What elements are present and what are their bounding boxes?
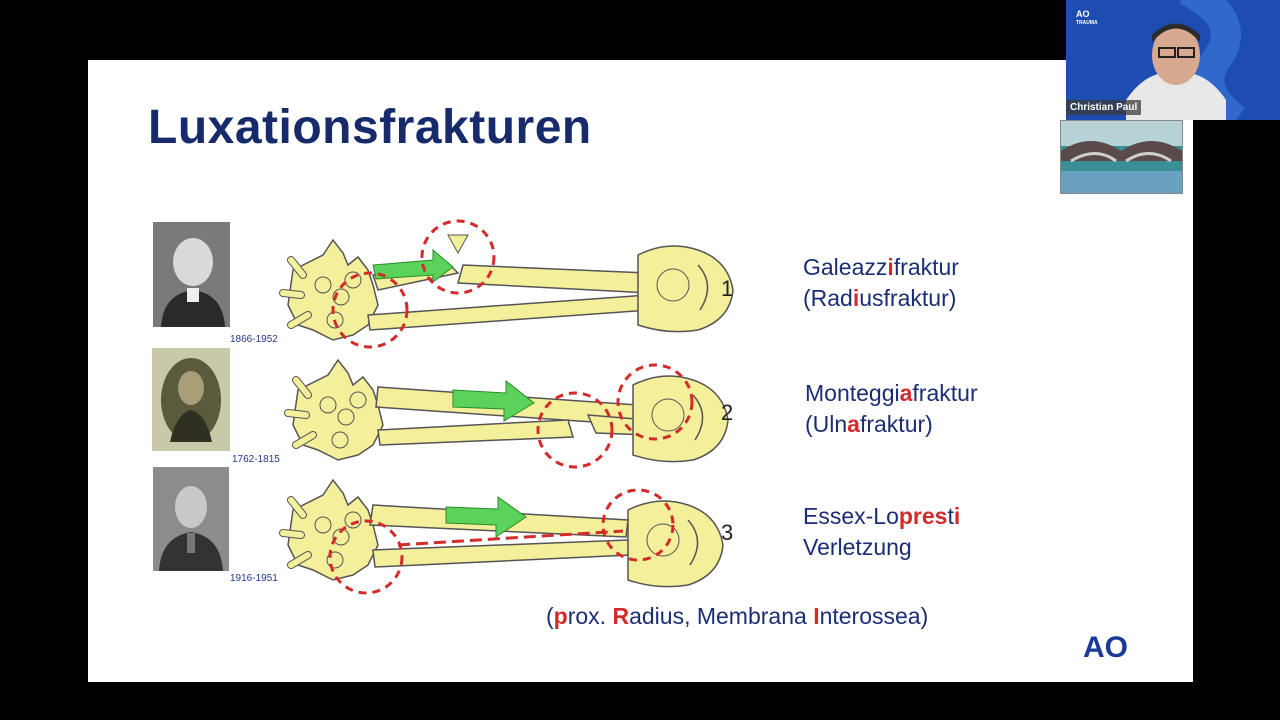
ao-trauma-badge: AO TRAUMA [1076, 9, 1098, 27]
label-monteggia-line1: Monteggiafraktur [805, 380, 978, 406]
portrait-years-2: 1762-1815 [232, 454, 280, 465]
bone-number-2: 2 [721, 400, 733, 425]
label-galeazzi-line1: Galeazzifraktur [803, 254, 959, 280]
label-galeazzi-line2: (Radiusfraktur) [803, 285, 957, 311]
forearm-3 [283, 480, 724, 595]
participant-name-tag: Christian Paul [1066, 100, 1142, 115]
portrait-galeazzi [153, 222, 230, 327]
presentation-slide: Luxationsfrakturen 1866-1952 1762-1815 1… [88, 60, 1193, 682]
label-monteggia-line2: (Ulnafraktur) [805, 411, 933, 437]
forearm-1 [283, 219, 734, 349]
portrait-years-3: 1916-1951 [230, 573, 278, 584]
label-essex-lopresti: Essex-Lopresti Verletzung [803, 501, 960, 563]
svg-text:AO: AO [1083, 631, 1128, 662]
footer-note: (prox. Radius, Membrana Interossea) [546, 603, 929, 629]
label-essex-lopresti-line1: Essex-Lopresti [803, 503, 961, 529]
label-galeazzi: Galeazzifraktur (Radiusfraktur) [803, 252, 959, 314]
portrait-essex-lopresti [153, 467, 229, 571]
bone-number-1: 1 [721, 276, 733, 301]
label-essex-lopresti-line2: Verletzung [803, 534, 912, 560]
portrait-years-1: 1866-1952 [230, 334, 278, 345]
label-monteggia: Monteggiafraktur (Ulnafraktur) [805, 378, 978, 440]
thumbnail-image [1061, 121, 1182, 193]
bone-number-3: 3 [721, 520, 733, 545]
forearm-fracture-illustrations: 1 2 3 [278, 219, 734, 595]
participant-thumbnail[interactable] [1060, 120, 1183, 194]
forearm-2 [288, 360, 729, 469]
ao-logo: AO [1083, 631, 1128, 662]
slide-title: Luxationsfrakturen [148, 101, 592, 154]
portrait-monteggia [152, 348, 230, 451]
